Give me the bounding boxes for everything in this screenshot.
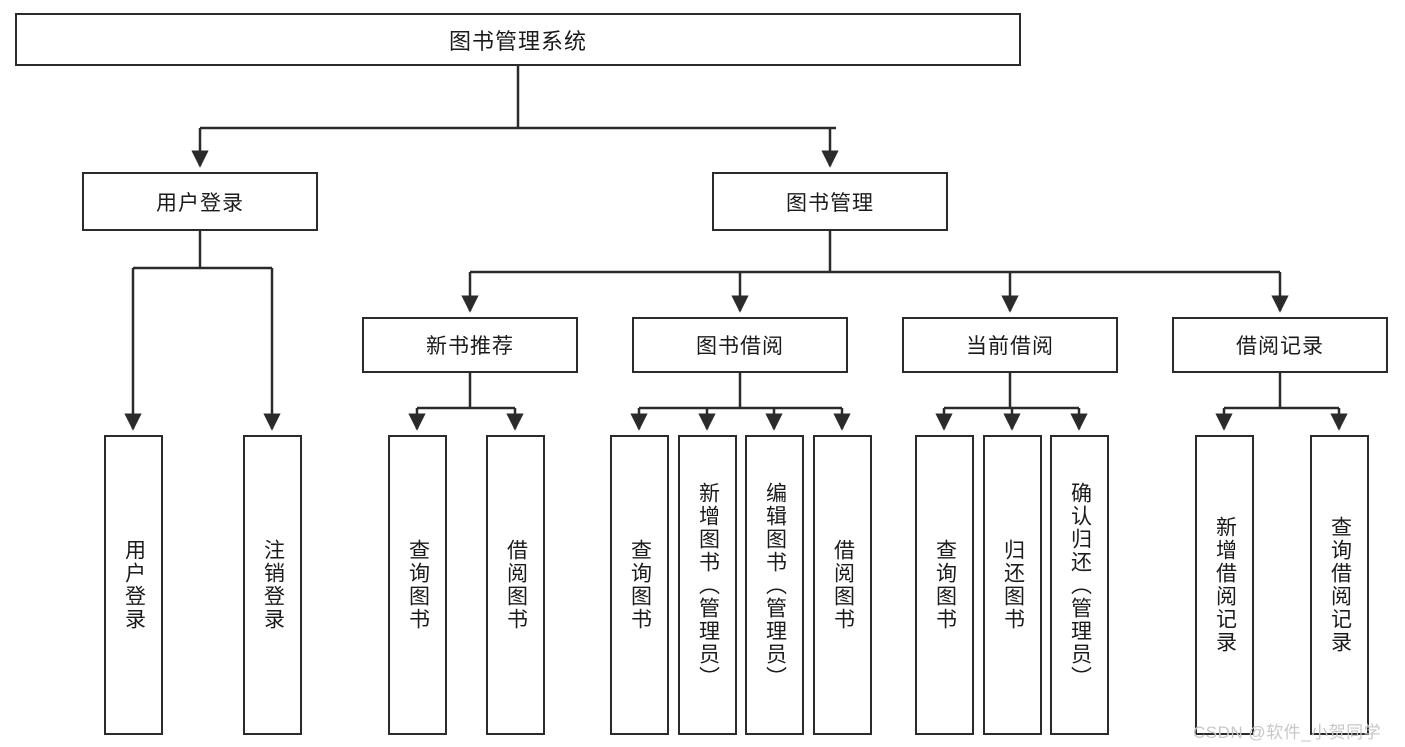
leaf-node[interactable]: 编辑图书（管理员） (745, 435, 804, 735)
leaf-node[interactable]: 查询借阅记录 (1310, 435, 1369, 735)
node-book-borrow-label: 图书借阅 (696, 335, 784, 358)
leaf-node[interactable]: 注销登录 (243, 435, 302, 735)
node-book-borrow[interactable]: 图书借阅 (632, 317, 848, 373)
leaf-node-label: 确认归还（管理员） (1068, 481, 1092, 689)
node-current-borrow-label: 当前借阅 (966, 335, 1054, 358)
leaf-node[interactable]: 确认归还（管理员） (1050, 435, 1109, 735)
leaf-node-label: 查询图书 (933, 539, 957, 631)
leaf-node-label: 归还图书 (1001, 539, 1025, 631)
node-new-book-recommend[interactable]: 新书推荐 (362, 317, 578, 373)
node-new-book-recommend-label: 新书推荐 (426, 335, 514, 358)
leaf-node-label: 借阅图书 (504, 539, 528, 631)
leaf-node-label: 借阅图书 (831, 539, 855, 631)
node-root[interactable]: 图书管理系统 (15, 13, 1021, 66)
node-book-management[interactable]: 图书管理 (712, 172, 948, 231)
node-current-borrow[interactable]: 当前借阅 (902, 317, 1118, 373)
leaf-node[interactable]: 新增借阅记录 (1195, 435, 1254, 735)
leaf-node-label: 查询图书 (628, 539, 652, 631)
leaf-node[interactable]: 查询图书 (610, 435, 669, 735)
watermark: CSDN @软件_小贺同学 (1193, 723, 1382, 742)
leaf-node-label: 新增图书（管理员） (696, 481, 720, 689)
leaf-node-label: 编辑图书（管理员） (763, 481, 787, 689)
leaf-node-label: 用户登录 (122, 539, 146, 631)
node-book-management-label: 图书管理 (786, 191, 874, 215)
leaf-node[interactable]: 查询图书 (915, 435, 974, 735)
leaf-node[interactable]: 归还图书 (983, 435, 1042, 735)
node-user-login-label: 用户登录 (156, 191, 244, 215)
node-borrow-record[interactable]: 借阅记录 (1172, 317, 1388, 373)
leaf-node-label: 查询借阅记录 (1328, 516, 1352, 654)
leaf-node-label: 新增借阅记录 (1213, 516, 1237, 654)
leaf-node[interactable]: 借阅图书 (813, 435, 872, 735)
node-root-label: 图书管理系统 (448, 28, 587, 54)
node-user-login[interactable]: 用户登录 (82, 172, 318, 231)
leaf-node[interactable]: 新增图书（管理员） (678, 435, 737, 735)
leaf-node-label: 查询图书 (406, 539, 430, 631)
leaf-node-label: 注销登录 (261, 539, 285, 631)
leaf-node[interactable]: 查询图书 (388, 435, 447, 735)
leaf-node[interactable]: 借阅图书 (486, 435, 545, 735)
leaf-node[interactable]: 用户登录 (104, 435, 163, 735)
node-borrow-record-label: 借阅记录 (1236, 335, 1324, 358)
